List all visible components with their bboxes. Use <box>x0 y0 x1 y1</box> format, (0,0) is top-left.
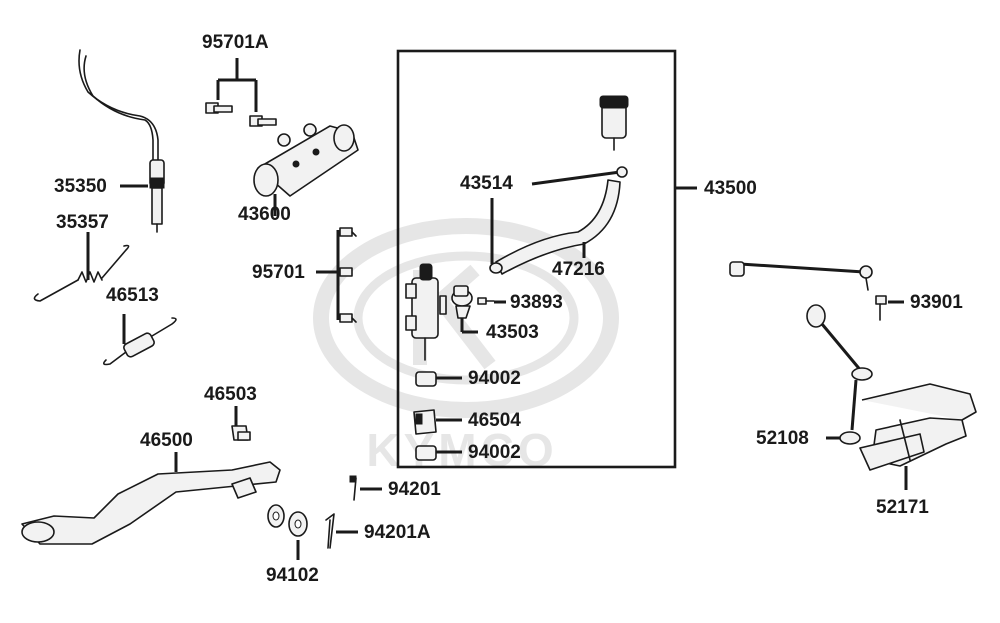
part-94201-pin <box>349 475 357 501</box>
label-94201: 94201 <box>388 479 441 500</box>
label-47216: 47216 <box>552 259 605 280</box>
label-93893: 93893 <box>510 292 563 313</box>
part-94002-nut-lower <box>415 445 437 461</box>
leader-lines <box>86 58 908 560</box>
label-95701: 95701 <box>252 262 305 283</box>
label-46513: 46513 <box>106 285 159 306</box>
master-cylinder-group-box <box>396 49 677 469</box>
label-94102: 94102 <box>266 565 319 586</box>
label-35357: 35357 <box>56 212 109 233</box>
label-52171: 52171 <box>876 497 929 518</box>
label-43503: 43503 <box>486 322 539 343</box>
part-46504-clevis <box>413 409 437 435</box>
label-46503: 46503 <box>204 384 257 405</box>
label-94002-upper: 94002 <box>468 368 521 389</box>
part-94201A-split-pin <box>325 513 335 549</box>
label-46504: 46504 <box>468 410 521 431</box>
part-47216-hose <box>489 179 621 275</box>
part-43503-fitting <box>451 285 473 319</box>
label-43500: 43500 <box>704 178 757 199</box>
part-46500-brake-pedal <box>21 461 281 545</box>
part-43600-valve-body <box>253 123 359 197</box>
part-93901-linkage <box>729 261 887 321</box>
part-35350-brake-switch <box>78 49 165 233</box>
label-52108: 52108 <box>756 428 809 449</box>
label-43514: 43514 <box>460 173 513 194</box>
part-43514-clamp <box>531 166 628 186</box>
part-95701A-bolts <box>205 102 277 127</box>
part-35357-spring <box>33 244 130 302</box>
part-46513-spring <box>102 317 177 366</box>
label-93901: 93901 <box>910 292 963 313</box>
part-reservoir <box>599 95 629 151</box>
part-52108-rod <box>806 304 873 445</box>
label-43600: 43600 <box>238 204 291 225</box>
label-46500: 46500 <box>140 430 193 451</box>
part-master-cylinder <box>405 263 447 361</box>
label-35350: 35350 <box>54 176 107 197</box>
part-94102-washers <box>267 504 308 537</box>
part-95701-bolts <box>339 227 357 323</box>
part-94002-nut-upper <box>415 371 437 387</box>
part-46503-clip <box>231 425 251 441</box>
label-94201A: 94201A <box>364 522 431 543</box>
label-95701A: 95701A <box>202 32 269 53</box>
part-52171-bracket <box>859 383 977 471</box>
part-93893-screw <box>477 297 495 305</box>
label-94002-lower: 94002 <box>468 442 521 463</box>
